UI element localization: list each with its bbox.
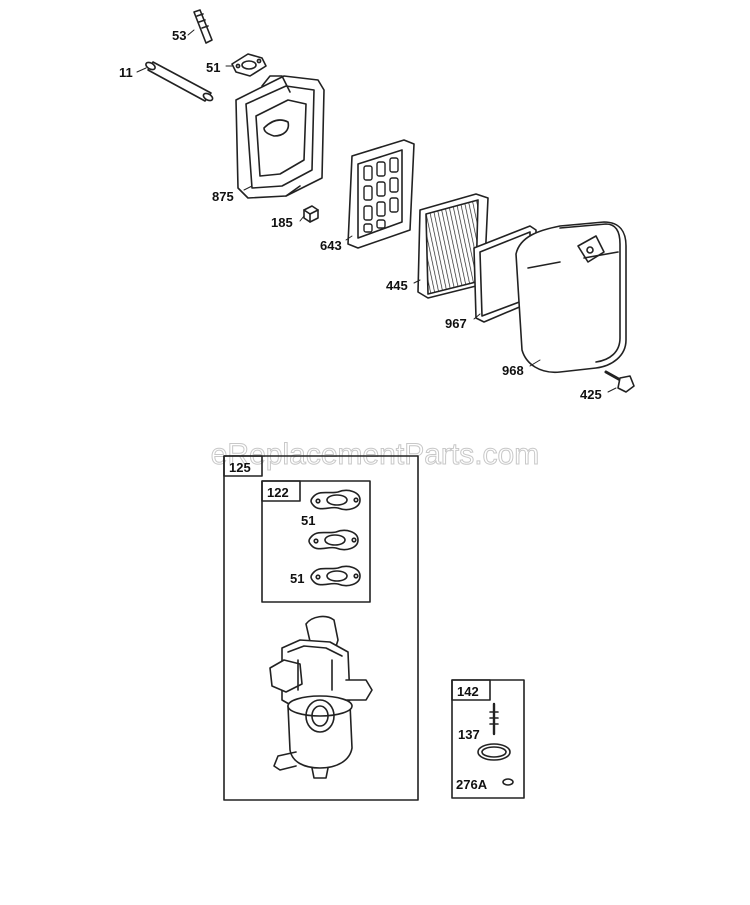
part-137-needle[interactable]	[489, 702, 499, 736]
label-967: 967	[445, 316, 467, 331]
label-425: 425	[580, 387, 602, 402]
part-445-filter-element[interactable]	[417, 193, 489, 299]
part-51-gasket-c[interactable]	[310, 565, 361, 587]
label-643: 643	[320, 238, 342, 253]
label-11: 11	[119, 65, 133, 80]
kit-142-label: 142	[457, 684, 479, 699]
label-968: 968	[502, 363, 524, 378]
o-ring[interactable]	[477, 743, 511, 761]
label-185: 185	[271, 215, 293, 230]
carburetor[interactable]	[269, 615, 373, 779]
part-276a-washer[interactable]	[502, 778, 514, 786]
label-276a: 276A	[456, 777, 488, 792]
label-51-a: 51	[301, 513, 315, 528]
part-425-bolt[interactable]	[604, 370, 635, 393]
kit-122-label: 122	[267, 485, 289, 500]
label-53: 53	[172, 28, 186, 43]
watermark: eReplacementParts.com	[211, 438, 539, 471]
part-11-tube[interactable]	[145, 61, 214, 102]
kit-142-box	[451, 679, 525, 799]
kit-125-label: 125	[229, 460, 251, 475]
label-445: 445	[386, 278, 408, 293]
part-185-nut[interactable]	[303, 205, 319, 223]
callouts: 53 11 51 875 185 643 445 967 968 425 125…	[119, 28, 602, 792]
part-51-gasket-b[interactable]	[308, 529, 359, 551]
part-643-precleaner[interactable]	[347, 139, 415, 249]
part-51-gasket-top[interactable]	[231, 53, 267, 77]
label-137: 137	[458, 727, 480, 742]
label-51-top: 51	[206, 60, 220, 75]
leader-lines	[136, 29, 617, 393]
kit-125-box	[223, 455, 419, 801]
label-51-b: 51	[290, 571, 304, 586]
part-51-gasket-a[interactable]	[310, 489, 361, 511]
kit-122-box	[261, 480, 371, 603]
part-53-stud[interactable]	[193, 9, 213, 44]
label-875: 875	[212, 189, 234, 204]
part-875-filter-base[interactable]	[235, 75, 325, 199]
part-968-air-cleaner-cover[interactable]	[515, 221, 627, 374]
